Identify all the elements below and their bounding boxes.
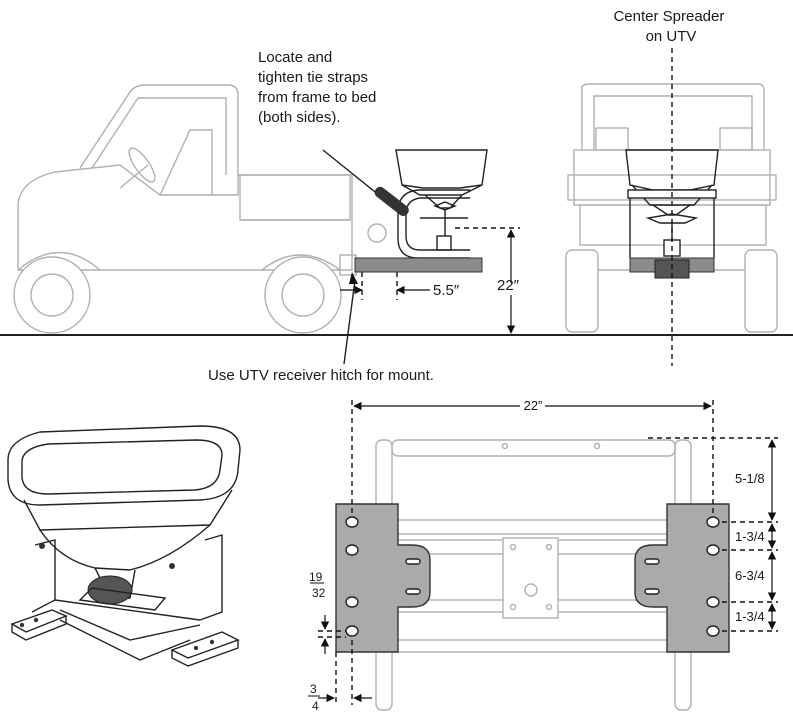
dim-6-3-4-label: 6-3/4 xyxy=(735,568,765,583)
fraction-19-32: 19 32 xyxy=(309,570,326,600)
mounting-plate xyxy=(354,257,483,273)
right-plate-holes xyxy=(644,516,720,637)
dim-1-3-4-bottom-label: 1-3/4 xyxy=(735,609,765,624)
spreader-side-view xyxy=(322,149,488,365)
tie-strap-icon xyxy=(374,186,409,217)
fraction-19-32-numerator: 19 xyxy=(309,570,323,584)
front-wheel-icon xyxy=(13,256,91,334)
left-plate-holes xyxy=(345,516,421,637)
dim-5-1-8-label: 5-1/8 xyxy=(735,471,765,486)
receiver-hitch-callout: Use UTV receiver hitch for mount. xyxy=(208,367,434,384)
spreader-iso-view xyxy=(7,425,241,667)
fraction-3-4-numerator: 3 xyxy=(310,682,317,696)
side-view-dimensions xyxy=(340,227,520,334)
right-mounting-plate xyxy=(634,503,730,653)
fraction-3-4-denominator: 4 xyxy=(312,699,319,713)
tie-straps-callout: Locate and tighten tie straps from frame… xyxy=(258,49,381,126)
bracket-detail xyxy=(318,400,778,711)
height-dimension-label: 22″ xyxy=(497,277,520,294)
fraction-3-4: 3 4 xyxy=(308,682,320,713)
offset-dimension-label: 5.5″ xyxy=(433,282,460,299)
dim-1-3-4-top-label: 1-3/4 xyxy=(735,529,765,544)
rear-view: Center Spreader on UTV xyxy=(565,8,778,366)
left-mounting-plate xyxy=(335,503,431,653)
fraction-19-32-denominator: 32 xyxy=(312,586,326,600)
side-view: 5.5″ 22″ Locate and tighten tie straps f… xyxy=(0,49,793,384)
utv-side-outline xyxy=(13,84,387,334)
rear-wheel-icon xyxy=(264,256,342,334)
center-spreader-callout: Center Spreader on UTV xyxy=(613,8,728,45)
bracket-width-label: 22” xyxy=(524,398,543,413)
